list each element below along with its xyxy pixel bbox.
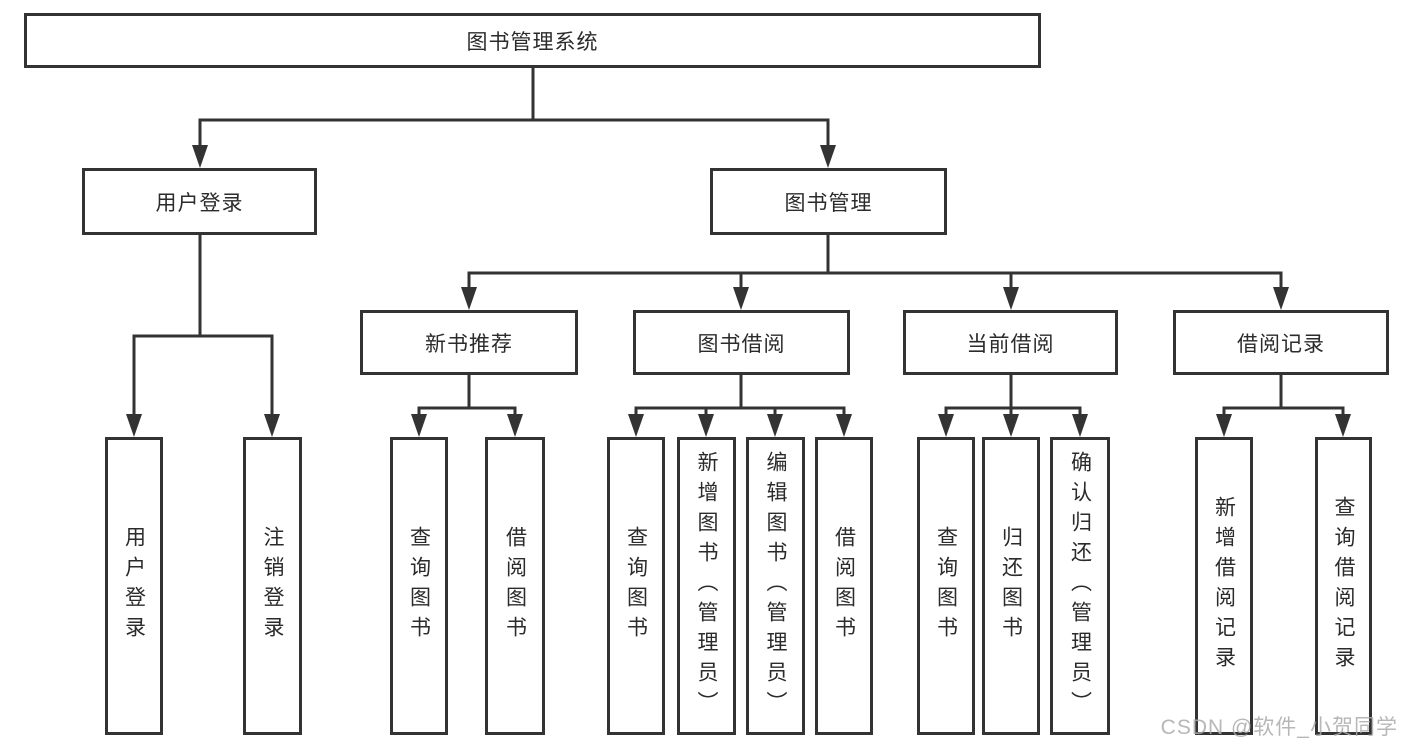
node-book-borrowing: 图书借阅 [633,310,850,375]
node-new-book-recommend-label: 新书推荐 [425,332,513,356]
node-leaf-query-borrow-record: 查询借阅记录 [1315,437,1372,735]
node-current-borrowing-label: 当前借阅 [966,332,1055,356]
node-root: 图书管理系统 [24,13,1041,68]
node-leaf-add-books-admin: 新增图书（管理员） [677,437,736,735]
leaf-query-books-current-label: 查询图书 [934,526,958,646]
node-user-login: 用户登录 [82,168,317,235]
leaf-query-books-recommend-label: 查询图书 [407,526,431,646]
leaf-logout-label: 注销登录 [261,526,284,646]
node-current-borrowing: 当前借阅 [903,310,1118,375]
leaf-add-borrow-record-label: 新增借阅记录 [1212,496,1236,676]
node-leaf-return-books: 归还图书 [982,437,1040,735]
node-leaf-borrow-books-borrowing: 借阅图书 [815,437,873,735]
node-book-management-label: 图书管理 [784,191,873,215]
leaf-confirm-return-admin-label: 确认归还（管理员） [1068,451,1092,721]
node-book-borrowing-label: 图书借阅 [697,332,786,356]
leaf-return-books-label: 归还图书 [999,526,1023,646]
node-borrowing-records: 借阅记录 [1173,310,1389,375]
node-leaf-borrow-books-recommend: 借阅图书 [485,437,545,735]
node-book-management: 图书管理 [710,168,947,235]
leaf-edit-books-admin-label: 编辑图书（管理员） [764,451,787,721]
leaf-borrow-books-recommend-label: 借阅图书 [503,526,527,646]
node-new-book-recommend: 新书推荐 [360,310,578,375]
node-borrowing-records-label: 借阅记录 [1237,332,1325,356]
leaf-add-books-admin-label: 新增图书（管理员） [695,451,718,721]
node-leaf-add-borrow-record: 新增借阅记录 [1195,437,1253,735]
node-user-login-label: 用户登录 [155,191,244,215]
watermark: CSDN @软件_小贺同学 [1160,716,1398,739]
leaf-borrow-books-borrowing-label: 借阅图书 [832,526,856,646]
node-root-label: 图书管理系统 [466,30,599,54]
leaf-query-books-borrowing-label: 查询图书 [624,526,648,646]
node-leaf-confirm-return-admin: 确认归还（管理员） [1050,437,1110,735]
node-leaf-query-books-current: 查询图书 [917,437,975,735]
node-leaf-query-books-recommend: 查询图书 [390,437,448,735]
leaf-user-login-label: 用户登录 [122,526,146,646]
node-leaf-edit-books-admin: 编辑图书（管理员） [746,437,805,735]
node-leaf-query-books-borrowing: 查询图书 [607,437,665,735]
node-leaf-logout: 注销登录 [243,437,302,735]
node-leaf-user-login: 用户登录 [105,437,163,735]
leaf-query-borrow-record-label: 查询借阅记录 [1332,496,1355,676]
